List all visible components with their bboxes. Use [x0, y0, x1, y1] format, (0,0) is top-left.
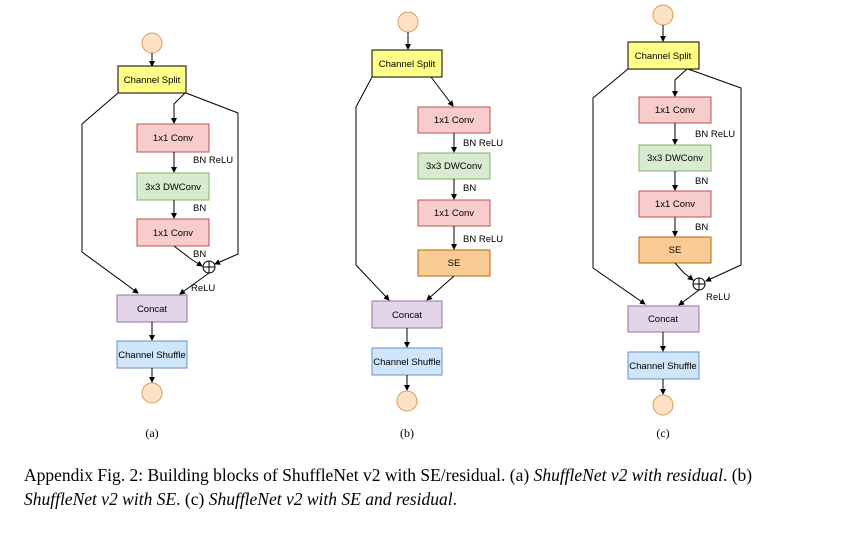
concat-label-a: Concat — [137, 304, 167, 315]
conv1-label-c: 1x1 Conv — [655, 105, 695, 116]
subfigure-label-c: (c) — [656, 426, 669, 440]
input-node-a — [141, 32, 163, 54]
caption-sep-b: . (b) — [722, 465, 753, 485]
figure-caption: Appendix Fig. 2: Building blocks of Shuf… — [24, 463, 824, 511]
edge-label-relu-c: ReLU — [706, 292, 730, 303]
channel-split-label-c: Channel Split — [635, 51, 692, 62]
edge-label-bn-relu-a: BN ReLU — [193, 155, 233, 166]
edge-label-relu-a: ReLU — [191, 283, 215, 294]
edge-label-bn-relu2-b: BN ReLU — [463, 234, 503, 245]
edge-label-bn-relu-c: BN ReLU — [695, 129, 735, 140]
caption-end: . — [452, 489, 457, 509]
dwconv-box-a — [136, 172, 210, 201]
se-box-c — [638, 236, 712, 264]
subfigure-label-b: (b) — [400, 426, 414, 440]
shuffle-box-b — [371, 347, 443, 376]
caption-c-title: ShuffleNet v2 with SE and residual — [208, 489, 453, 509]
caption-a-title: ShuffleNet v2 with residual — [533, 465, 723, 485]
channel-split-box-a — [117, 65, 187, 94]
diagram-c-text: Channel Split 1x1 Conv BN ReLU 3x3 DWCon… — [629, 51, 735, 440]
conv2-box-b — [417, 199, 491, 227]
shuffle-label-c: Channel Shuffle — [629, 361, 696, 372]
concat-box-a — [116, 294, 188, 323]
edge-label-bn-c: BN — [695, 176, 708, 187]
concat-label-c: Concat — [648, 314, 678, 325]
diagram-b-text: Channel Split 1x1 Conv BN ReLU 3x3 DWCon… — [373, 59, 503, 440]
diagram-a-text: Channel Split 1x1 Conv BN ReLU 3x3 DWCon… — [118, 75, 233, 440]
caption-sep-c: . (c) — [176, 489, 209, 509]
concat-label-b: Concat — [392, 310, 422, 321]
diagram-c — [592, 4, 742, 416]
conv2-label-a: 1x1 Conv — [153, 228, 193, 239]
dwconv-label-a: 3x3 DWConv — [145, 182, 201, 193]
output-node-b — [396, 390, 418, 412]
conv1-label-a: 1x1 Conv — [153, 133, 193, 144]
conv1-box-b — [417, 106, 491, 134]
shuffle-box-c — [627, 351, 700, 380]
input-node-c — [652, 4, 674, 26]
se-label-c: SE — [669, 245, 682, 256]
caption-lead: Appendix Fig. 2: Building blocks of Shuf… — [24, 465, 534, 485]
shuffle-label-a: Channel Shuffle — [118, 350, 185, 361]
channel-split-label-b: Channel Split — [379, 59, 436, 70]
edge-label-bn-a: BN — [193, 203, 206, 214]
conv1-box-c — [638, 96, 712, 124]
output-node-a — [141, 382, 163, 404]
output-node-c — [652, 394, 674, 416]
conv2-label-b: 1x1 Conv — [434, 208, 474, 219]
shuffle-label-b: Channel Shuffle — [373, 357, 440, 368]
shuffle-box-a — [116, 340, 188, 369]
dwconv-label-b: 3x3 DWConv — [426, 161, 482, 172]
edge-label-bn2-a: BN — [193, 249, 206, 260]
channel-split-box-c — [627, 41, 700, 70]
dwconv-box-c — [638, 144, 712, 172]
edge-label-bn-relu-b: BN ReLU — [463, 138, 503, 149]
conv1-box-a — [136, 123, 210, 153]
channel-split-box-b — [371, 49, 443, 78]
subfigure-label-a: (a) — [145, 426, 158, 440]
se-label-b: SE — [448, 258, 461, 269]
se-box-b — [417, 249, 491, 277]
conv2-label-c: 1x1 Conv — [655, 199, 695, 210]
conv1-label-b: 1x1 Conv — [434, 115, 474, 126]
edge-label-bn2-c: BN — [695, 222, 708, 233]
diagram-b — [355, 11, 491, 412]
conv2-box-c — [638, 190, 712, 218]
concat-box-b — [371, 300, 443, 329]
caption-b-title: ShuffleNet v2 with SE — [24, 489, 177, 509]
channel-split-label-a: Channel Split — [124, 75, 181, 86]
conv2-box-a — [136, 218, 210, 247]
dwconv-box-b — [417, 152, 491, 180]
edge-label-bn-b: BN — [463, 183, 476, 194]
diagram-a — [81, 32, 239, 404]
input-node-b — [397, 11, 419, 33]
dwconv-label-c: 3x3 DWConv — [647, 153, 703, 164]
